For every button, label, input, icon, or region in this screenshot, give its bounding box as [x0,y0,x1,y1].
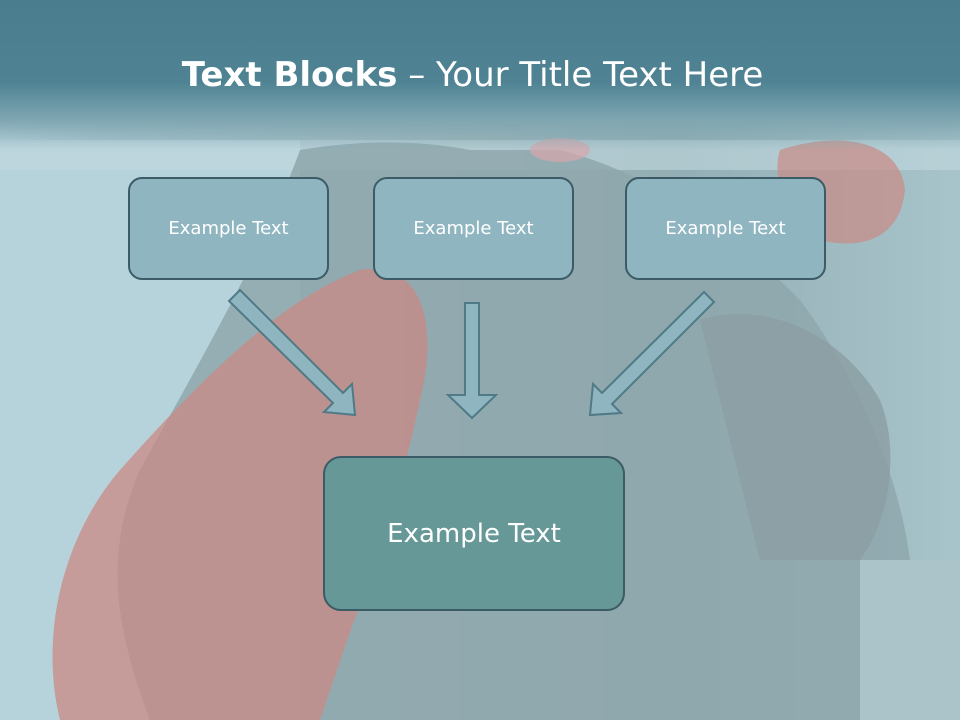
wall-right [860,560,960,720]
title-separator: – [397,55,437,95]
title-bold: Text Blocks [181,55,398,95]
text-block-2[interactable]: Example Text [373,177,574,280]
arrow-left [227,288,357,417]
main-text-block[interactable]: Example Text [323,456,625,611]
main-text-block-label: Example Text [387,518,561,549]
arrow-center [445,302,499,420]
text-block-3[interactable]: Example Text [625,177,826,280]
text-block-3-label: Example Text [665,218,786,239]
text-block-1-label: Example Text [168,218,289,239]
header-band [0,0,960,150]
title-normal: Your Title Text Here [436,55,764,95]
slide-title: Text Blocks – Your Title Text Here [0,52,945,98]
arrow-right [588,290,716,417]
text-block-1[interactable]: Example Text [128,177,329,280]
arm-shadow [700,313,891,560]
text-block-2-label: Example Text [413,218,534,239]
